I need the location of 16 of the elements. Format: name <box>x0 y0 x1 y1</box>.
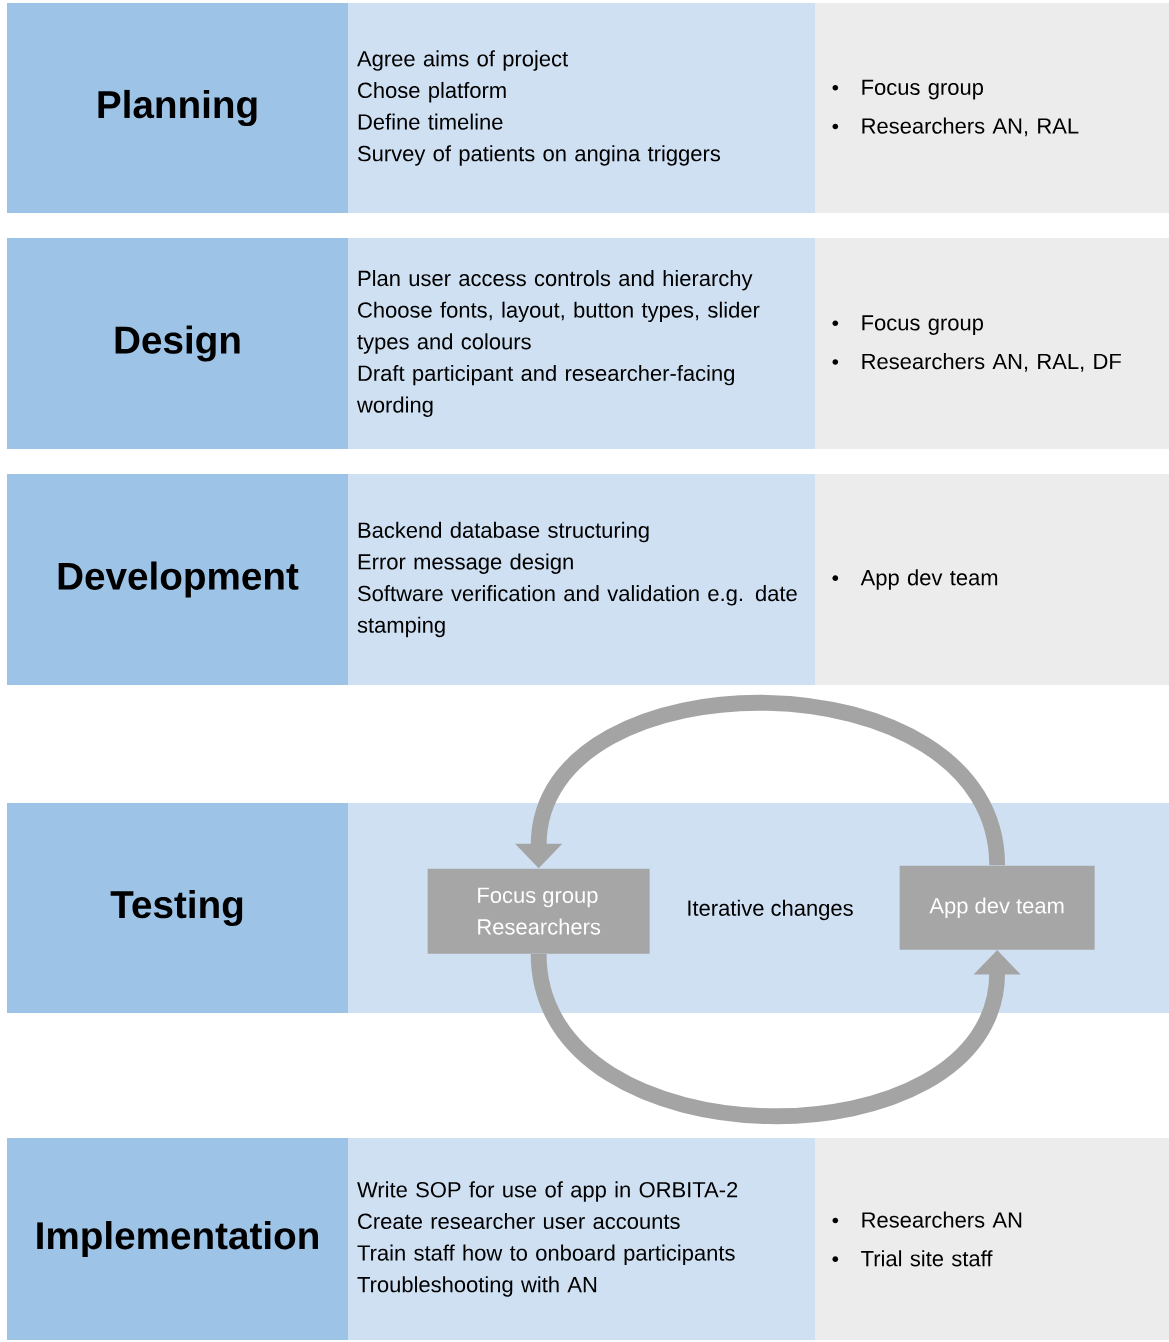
activity-list-box: Write SOP for use of app in ORBITA-2 Create researcher user accounts Train staff how to onboard participants Troubleshooting with AN <box>348 1138 815 1340</box>
activity-list-box: Agree aims of project Chose platform Define timeline Survey of patients on angina triggers <box>348 3 815 213</box>
activity-list-box: Backend database structuring Error message design Software verification and validation e.g. date stamping <box>348 474 815 685</box>
stage-label-box: Development <box>7 474 348 685</box>
stage-label-box: Implementation <box>7 1138 348 1340</box>
caption-text: Iterative changes <box>688 899 853 921</box>
stage-label-box: Testing <box>7 803 348 1013</box>
activity-list-box: Plan user access controls and hierarchy Choose fonts, layout, button types, slider types and colours Draft participant and researcher-facing wording <box>348 238 815 449</box>
stage-label-box: Planning <box>7 3 348 213</box>
team-list-box: Focus group Researchers AN, RAL <box>815 3 1169 213</box>
team-list-box: Focus group Researchers AN, RAL, DF <box>815 238 1169 449</box>
team-box: App dev team <box>899 865 1095 950</box>
team-box: Focus group Researchers <box>427 868 650 954</box>
stage-label-box: Design <box>7 238 348 449</box>
team-list-box: App dev team <box>815 474 1169 685</box>
team-list-box: Researchers AN Trial site staff <box>815 1138 1169 1340</box>
